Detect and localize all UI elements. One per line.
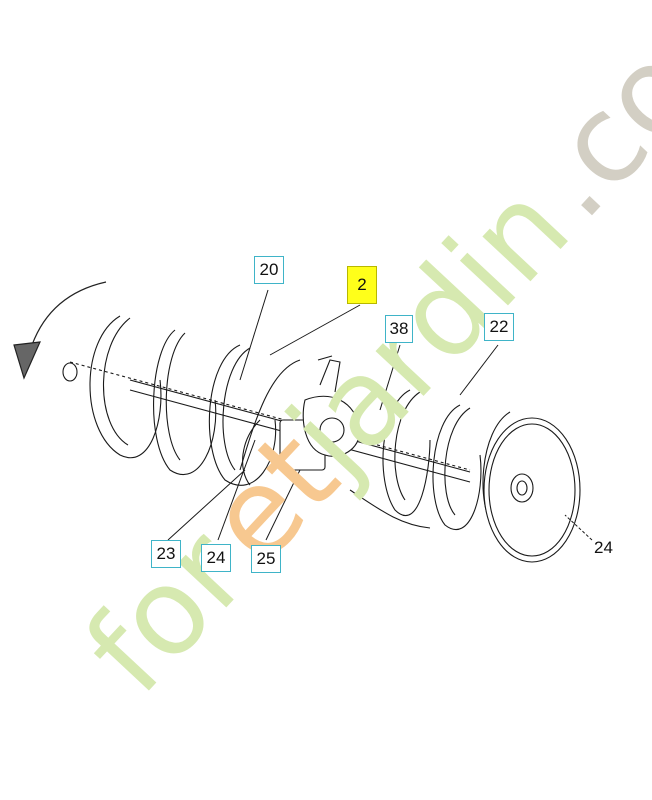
gearbox [279,355,361,471]
callout-23[interactable]: 23 [151,540,181,568]
callout-24-left[interactable]: 24 [201,544,231,572]
right-end-plate [483,417,581,563]
leader-lines [167,289,593,541]
rotation-arrow [13,281,107,380]
label-24-right[interactable]: 24 [594,538,613,557]
callout-2[interactable]: 2 [347,266,377,304]
callout-38[interactable]: 38 [385,315,413,343]
left-auger-blades [89,315,301,486]
callout-25[interactable]: 25 [251,545,281,573]
callout-22[interactable]: 22 [484,313,514,341]
callout-20[interactable]: 20 [254,256,284,284]
